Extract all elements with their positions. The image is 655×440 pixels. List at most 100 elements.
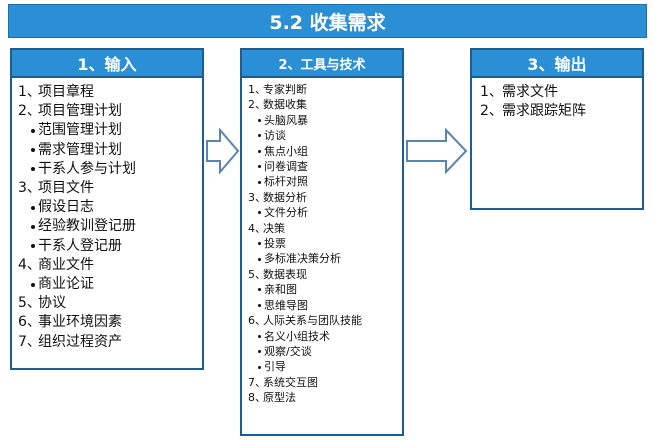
bullet-icon	[31, 225, 35, 230]
list-item: 3、数据分析	[248, 190, 402, 205]
sub-list-item: 经验教训登记册	[18, 217, 202, 236]
list-item: 2、数据收集	[248, 97, 402, 112]
item-text: 假设日志	[38, 199, 94, 216]
list-item: 5、数据表现	[248, 267, 402, 282]
list-item: 6、人际关系与团队技能	[248, 313, 402, 328]
bullet-icon	[31, 129, 35, 133]
list-item: 7、组织过程资产	[18, 333, 202, 352]
bullet-icon	[31, 148, 35, 153]
list-item: 8、原型法	[248, 390, 402, 405]
item-number: 8、	[248, 391, 266, 405]
list-item: 7、系统交互图	[248, 375, 402, 390]
bullet-icon	[258, 365, 261, 369]
item-text: 亲和图	[264, 283, 297, 297]
item-text: 标杆对照	[264, 175, 308, 189]
bullet-icon	[31, 205, 35, 210]
item-text: 决策	[263, 221, 285, 235]
sub-list-item: 访谈	[248, 128, 402, 143]
sub-list-item: 多标准决策分析	[248, 251, 402, 266]
item-number: 4、	[18, 256, 41, 273]
item-text: 投票	[264, 237, 286, 251]
sub-list-item: 焦点小组	[248, 144, 402, 159]
sub-list-item: 文件分析	[248, 205, 402, 220]
item-text: 专家判断	[263, 83, 307, 96]
list-item: 4、商业文件	[18, 256, 202, 275]
sub-list-item: 商业论证	[18, 275, 202, 294]
item-number: 2、	[18, 103, 41, 120]
bullet-icon	[258, 242, 261, 246]
sub-list-item: 引导	[248, 359, 402, 374]
item-text: 名义小组技术	[264, 329, 330, 343]
bullet-icon	[258, 257, 261, 261]
tools-header: 2、工具与技术	[240, 48, 404, 78]
list-item: 1、需求文件	[480, 83, 642, 102]
item-number: 4、	[248, 221, 266, 235]
item-text: 需求管理计划	[38, 141, 122, 158]
item-text: 头脑风暴	[264, 113, 308, 127]
item-text: 经验教训登记册	[38, 218, 136, 235]
sub-list-item: 范围管理计划	[18, 121, 202, 140]
sub-list-item: 需求管理计划	[18, 141, 202, 160]
item-text: 系统交互图	[263, 375, 318, 389]
item-text: 思维导图	[264, 298, 308, 312]
item-text: 观察/交谈	[264, 344, 312, 358]
diagram-title: 5.2 收集需求	[8, 4, 647, 38]
sub-list-item: 问卷调查	[248, 159, 402, 174]
item-number: 6、	[248, 314, 266, 328]
item-text: 数据收集	[263, 98, 307, 112]
item-text: 数据表现	[263, 267, 307, 281]
item-number: 5、	[248, 267, 266, 281]
bullet-icon	[258, 180, 261, 184]
list-item: 3、项目文件	[18, 179, 202, 198]
sub-list-item: 干系人参与计划	[18, 160, 202, 179]
item-text: 多标准决策分析	[264, 252, 341, 266]
bullet-icon	[31, 244, 35, 249]
item-text: 事业环境因素	[38, 314, 122, 331]
sub-list-item: 标杆对照	[248, 174, 402, 189]
arrow-right-icon	[406, 128, 468, 174]
item-text: 干系人参与计划	[38, 160, 136, 177]
list-item: 6、事业环境因素	[18, 313, 202, 332]
item-text: 访谈	[264, 129, 286, 143]
item-text: 需求跟踪矩阵	[502, 103, 586, 119]
item-number: 3、	[18, 180, 41, 197]
item-number: 1、	[480, 84, 503, 100]
list-item: 5、协议	[18, 294, 202, 313]
item-text: 文件分析	[264, 206, 308, 220]
bullet-icon	[31, 282, 35, 287]
item-number: 7、	[248, 375, 266, 389]
list-item: 2、项目管理计划	[18, 102, 202, 121]
item-number: 1、	[248, 83, 266, 96]
item-number: 6、	[18, 314, 41, 331]
list-item: 1、项目章程	[18, 83, 202, 102]
item-text: 问卷调查	[264, 160, 308, 174]
inputs-header: 1、输入	[10, 48, 204, 78]
item-text: 项目管理计划	[38, 103, 122, 120]
item-text: 焦点小组	[264, 144, 308, 158]
bullet-icon	[258, 165, 261, 169]
sub-list-item: 亲和图	[248, 282, 402, 297]
item-text: 干系人登记册	[38, 237, 122, 254]
sub-list-item: 干系人登记册	[18, 237, 202, 256]
item-text: 协议	[38, 295, 66, 312]
bullet-icon	[258, 334, 261, 338]
item-text: 数据分析	[263, 190, 307, 204]
item-number: 2、	[480, 103, 503, 119]
item-text: 引导	[264, 360, 286, 374]
bullet-icon	[258, 350, 261, 354]
list-item: 1、专家判断	[248, 82, 402, 97]
bullet-icon	[258, 149, 261, 153]
item-number: 7、	[18, 333, 41, 350]
sub-list-item: 投票	[248, 236, 402, 251]
bullet-icon	[258, 134, 261, 138]
item-text: 商业文件	[38, 256, 94, 273]
list-item: 2、需求跟踪矩阵	[480, 102, 642, 121]
item-text: 组织过程资产	[38, 333, 122, 350]
bullet-icon	[258, 211, 261, 215]
bullet-icon	[31, 167, 35, 172]
